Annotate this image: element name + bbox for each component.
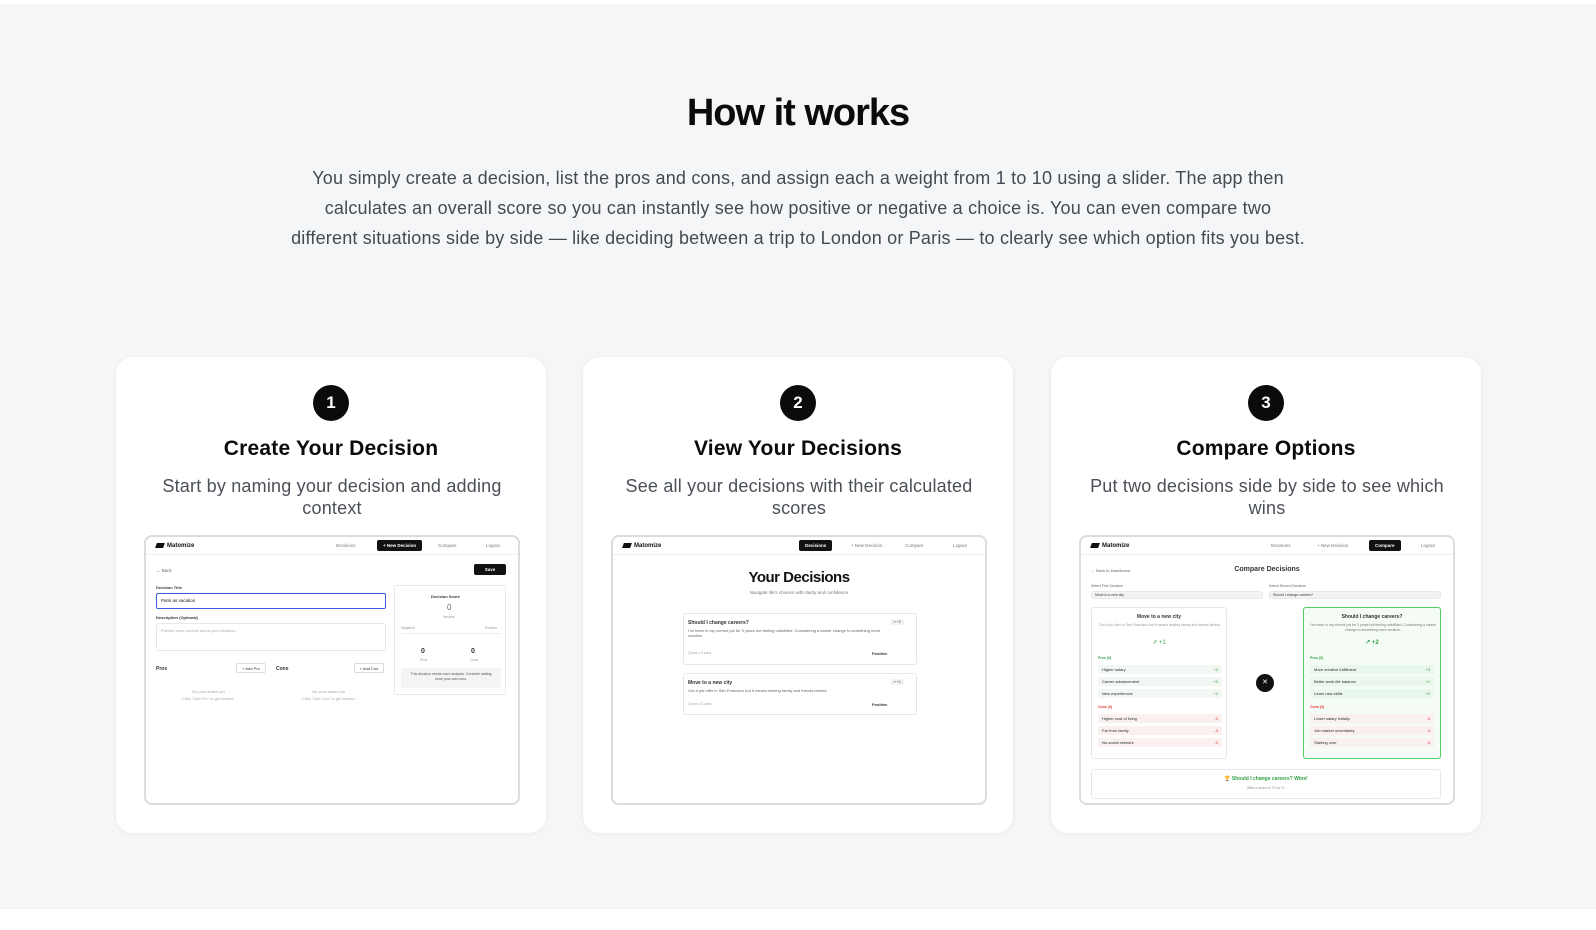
mini-nav-compare: Compare: [1369, 540, 1401, 551]
mini-logo: Matomize: [155, 543, 194, 549]
step-title: View Your Decisions: [693, 437, 903, 460]
mini-negative-label: Negative: [401, 626, 415, 630]
mini-subheading: Navigate life's choices with clarity and…: [749, 590, 849, 595]
mini-no-cons-hint: Click "Add Con" to get started: [302, 696, 355, 701]
top-divider: [0, 0, 1596, 4]
mini-score-label: Decision Score: [431, 594, 460, 599]
mini-nav-compare: Compare: [905, 543, 924, 548]
mini-add-con-button: + Add Con: [354, 663, 384, 673]
step-title: Create Your Decision: [223, 437, 439, 460]
mini-first-label: Select First Decision: [1091, 584, 1123, 588]
mini-score-state: Neutral: [443, 615, 455, 619]
step-title: Compare Options: [1176, 437, 1356, 460]
step-number-badge: 2: [780, 385, 816, 421]
step-card-compare: 3 Compare Options Put two decisions side…: [1050, 356, 1482, 834]
mini-pros-label: Pros: [156, 666, 168, 672]
mini-cons-count: 0: [471, 648, 475, 655]
mini-pros-count: 0: [421, 648, 425, 655]
mini-right-decision-winner: Should I change careers? I've been in my…: [1303, 607, 1441, 759]
mini-nav-compare: Compare: [438, 543, 457, 548]
mini-description-input: Provide more context about your situatio…: [156, 623, 386, 651]
step-description: Put two decisions side by side to see wh…: [1090, 476, 1444, 518]
logo-icon: [155, 543, 165, 548]
mini-winner-banner: 🏆 Should I change careers? Wins! With a …: [1091, 769, 1441, 799]
mini-no-pros-hint: Click "Add Pro" to get started: [182, 696, 234, 701]
mini-navbar: Matomize Decisions + New Decision Compar…: [146, 537, 518, 555]
mini-add-pro-button: + Add Pro: [236, 663, 266, 673]
mini-description-label: Description (Optional): [156, 615, 198, 620]
mini-cons-label: Cons: [276, 666, 289, 672]
mini-analysis-note: This decision needs more analysis. Consi…: [401, 668, 501, 688]
mini-no-cons-text: No cons added yet: [312, 689, 346, 694]
mini-nav-decisions: Decisions: [1271, 543, 1291, 548]
logo-icon: [1090, 543, 1100, 548]
mini-left-decision: Move to a new city Got a job offer in Sa…: [1091, 607, 1227, 759]
mini-positive-label: Positive: [485, 626, 498, 630]
mini-second-select: Should I change careers?: [1269, 591, 1441, 599]
mini-navbar: Matomize Decisions + New Decision Compar…: [613, 537, 985, 555]
mini-score-panel: Decision Score 0 Neutral Negative Positi…: [394, 585, 506, 695]
mini-logo: Matomize: [1090, 543, 1129, 549]
mini-score-value: 0: [447, 603, 452, 612]
mini-nav-new-decision: + New Decision: [377, 540, 423, 551]
create-decision-screenshot: Matomize Decisions + New Decision Compar…: [144, 535, 520, 805]
step-card-create: 1 Create Your Decision Start by naming y…: [115, 356, 547, 834]
mini-back-link: ← Back to Dashboard: [1091, 568, 1131, 573]
mini-pros-count-label: Pros: [420, 658, 428, 662]
mini-heading: Compare Decisions: [1234, 566, 1300, 573]
mini-score-bar: [401, 633, 501, 634]
mini-nav-decisions: Decisions: [799, 540, 833, 551]
mini-save-button: Save: [474, 564, 506, 575]
mini-nav-decisions: Decisions: [336, 543, 356, 548]
mini-nav-new-decision: + New Decision: [1317, 543, 1349, 548]
mini-heading: Your Decisions: [748, 569, 850, 586]
logo-icon: [622, 543, 632, 548]
mini-title-input: Paris as vacation: [156, 593, 386, 609]
mini-no-pros-text: No pros added yet: [192, 689, 225, 694]
mini-nav-logout: Logout: [1421, 543, 1435, 548]
mini-second-label: Select Second Decision: [1269, 584, 1306, 588]
mini-nav-logout: Logout: [953, 543, 967, 548]
view-decisions-screenshot: Matomize Decisions + New Decision Compar…: [611, 535, 987, 805]
step-number-badge: 1: [313, 385, 349, 421]
compare-decisions-screenshot: Matomize Decisions + New Decision Compar…: [1079, 535, 1455, 805]
section-description: You simply create a decision, list the p…: [291, 168, 1305, 248]
mini-back-link: ← Back: [156, 568, 172, 573]
bottom-divider: [0, 908, 1596, 930]
step-description: See all your decisions with their calcul…: [625, 476, 973, 518]
mini-cons-count-label: Cons: [470, 658, 479, 662]
versus-icon: ✕: [1256, 674, 1274, 692]
mini-logo: Matomize: [622, 543, 661, 549]
mini-navbar: Matomize Decisions + New Decision Compar…: [1081, 537, 1453, 555]
step-description: Start by naming your decision and adding…: [162, 476, 502, 518]
mini-nav-new-decision: + New Decision: [851, 543, 883, 548]
mini-decision-item: Should I change careers? ↗ +2 I've been …: [683, 613, 917, 665]
step-card-view: 2 View Your Decisions See all your decis…: [582, 356, 1014, 834]
section-title: How it works: [686, 92, 910, 134]
mini-first-select: Move to a new city: [1091, 591, 1263, 599]
mini-title-label: Decision Title: [156, 585, 182, 590]
mini-decision-item: Move to a new city ↗ +1 Got a job offer …: [683, 673, 917, 715]
mini-nav-logout: Logout: [486, 543, 500, 548]
step-number-badge: 3: [1248, 385, 1284, 421]
